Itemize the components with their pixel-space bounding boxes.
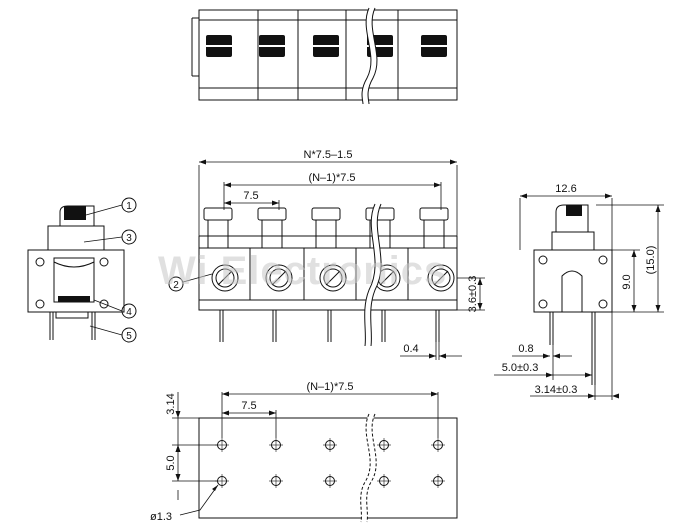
dim-hole-diameter: ø1.3 bbox=[150, 511, 172, 523]
callout-1-label: 1 bbox=[126, 201, 132, 212]
dim-row-spacing: 5.0 bbox=[165, 455, 177, 470]
front-pins bbox=[219, 310, 440, 342]
dim-height-small: 9.0 bbox=[621, 274, 633, 289]
dim-depth: 12.6 bbox=[555, 183, 576, 195]
dim-pin-width-front: 0.4 bbox=[403, 343, 418, 355]
side-view bbox=[494, 193, 664, 400]
front-view bbox=[198, 159, 485, 360]
callout-4-circle bbox=[121, 303, 137, 319]
callout-1-circle bbox=[121, 197, 137, 213]
callout-4-label: 4 bbox=[126, 307, 132, 318]
dim-pitch-top: 7.5 bbox=[243, 190, 258, 202]
callout-3-label: 3 bbox=[126, 233, 132, 244]
top-view-body bbox=[198, 9, 458, 101]
dim-pin-row-offset: 3.14±0.3 bbox=[535, 384, 578, 396]
dim-pitch-span-top: (N–1)*7.5 bbox=[308, 172, 355, 184]
front-levers bbox=[203, 207, 449, 249]
watermark-text: Wi Electronics bbox=[158, 249, 447, 293]
top-view bbox=[191, 6, 458, 105]
callout-2-label: 2 bbox=[173, 280, 179, 291]
left-detail-view bbox=[27, 197, 213, 343]
pcb-outline bbox=[198, 417, 458, 519]
pcb-layout-view bbox=[172, 391, 458, 523]
callout-2-circle bbox=[168, 276, 184, 292]
callout-5-label: 5 bbox=[126, 331, 132, 342]
front-screw-holes bbox=[211, 264, 455, 292]
callout-5-circle bbox=[121, 327, 137, 343]
dim-row-offset-edge: 3.14 bbox=[165, 393, 177, 414]
dim-screw-height: 3.6±0.3 bbox=[467, 276, 479, 313]
dim-pitch-span-bottom: (N–1)*7.5 bbox=[306, 381, 353, 393]
dim-pitch-bottom: 7.5 bbox=[241, 400, 256, 412]
dim-overall-length: N*7.5–1.5 bbox=[304, 149, 353, 161]
dim-height-total: (15.0) bbox=[645, 246, 657, 275]
dim-pin-offset-side: 5.0±0.3 bbox=[502, 362, 539, 374]
callout-3-circle bbox=[121, 229, 137, 245]
dim-pin-width-side: 0.8 bbox=[518, 343, 533, 355]
